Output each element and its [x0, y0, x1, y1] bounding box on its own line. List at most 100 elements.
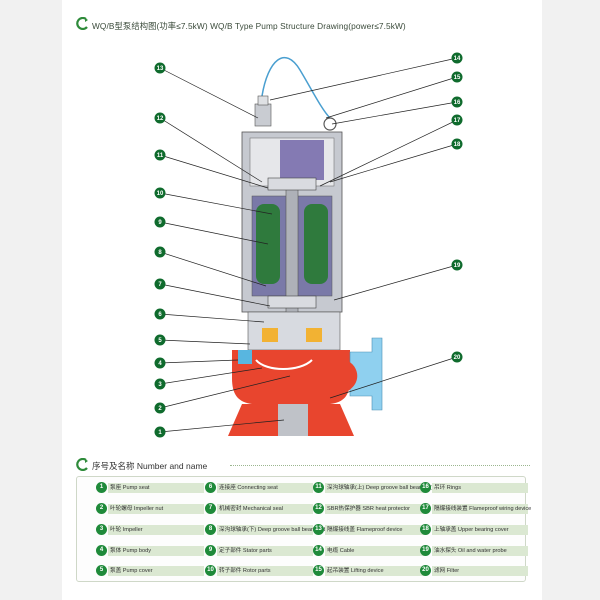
- callout-leader-15: [325, 76, 458, 119]
- callout-leader-3: [159, 367, 263, 385]
- legend-label: 机械密封 Mechanical seal: [219, 506, 284, 512]
- legend-label-bar: [432, 504, 528, 514]
- callout-leader-14: [269, 57, 458, 101]
- callout-number-20: 20: [454, 355, 461, 361]
- legend-label-bar: [325, 566, 427, 576]
- callout-badge-20: [451, 351, 463, 363]
- legend-number-badge: 8: [205, 524, 216, 535]
- legend-number-badge: 4: [96, 545, 107, 556]
- legend-label: 隔爆接线盖 Flameproof device: [327, 527, 403, 533]
- legend-label: SBR热保护器 SBR heat protector: [327, 506, 411, 512]
- legend-number-badge: 9: [205, 545, 216, 556]
- callout-number-11: 11: [157, 153, 164, 159]
- legend-number-badge: 13: [313, 524, 324, 535]
- legend-number-badge: 20: [420, 565, 431, 576]
- legend-number-badge: 5: [96, 565, 107, 576]
- callout-number-6: 6: [158, 312, 162, 318]
- callout-number-5: 5: [158, 338, 162, 344]
- callout-badge-12: [154, 112, 166, 124]
- legend-label-bar: [325, 504, 427, 514]
- legend-label-bar: [217, 566, 313, 576]
- callout-badge-2: [154, 402, 166, 414]
- lifting-ring: [323, 117, 337, 131]
- cable-entry: [257, 95, 269, 106]
- legend-number-badge: 3: [96, 524, 107, 535]
- callout-leader-17: [319, 119, 458, 187]
- callout-badge-13: [154, 62, 166, 74]
- legend-number-badge: 14: [313, 545, 324, 556]
- callout-leader-9: [159, 221, 269, 245]
- callout-leader-12: [159, 117, 263, 183]
- upper-bearing: [267, 177, 317, 191]
- callout-number-4: 4: [158, 361, 162, 367]
- legend-label: 上轴承盖 Upper bearing cover: [434, 527, 509, 533]
- legend-label: 叶轮螺母 Impeller nut: [110, 506, 164, 512]
- cable-gland: [254, 103, 272, 127]
- callout-number-9: 9: [158, 220, 162, 226]
- callout-number-15: 15: [454, 75, 461, 81]
- callout-badge-16: [451, 96, 463, 108]
- callout-badge-14: [451, 52, 463, 64]
- legend-label-bar: [325, 546, 427, 556]
- legend-number-badge: 15: [313, 565, 324, 576]
- callout-number-17: 17: [454, 118, 461, 124]
- callout-leader-8: [159, 251, 267, 287]
- legend-label-bar: [325, 483, 427, 493]
- callout-badge-11: [154, 149, 166, 161]
- legend-label: 连接座 Connecting seat: [219, 485, 278, 491]
- legend-number-badge: 12: [313, 503, 324, 514]
- title-divider: [230, 465, 530, 466]
- legend-label: 电缆 Cable: [327, 548, 355, 554]
- legend-number-badge: 17: [420, 503, 431, 514]
- legend-number-badge: 7: [205, 503, 216, 514]
- lifting-cable: [261, 57, 331, 119]
- connecting-seat: [247, 311, 341, 351]
- legend-number-badge: 11: [313, 482, 324, 493]
- page-title: WQ/B型泵结构图(功率≤7.5kW) WQ/B Type Pump Struc…: [92, 21, 406, 31]
- stator-winding-right: [304, 204, 328, 284]
- leaf-icon: [76, 17, 88, 30]
- legend-label: 起吊装置 Lifting device: [327, 568, 384, 574]
- callout-leader-10: [159, 192, 273, 215]
- legend-label-bar: [108, 566, 204, 576]
- callout-leader-18: [329, 143, 458, 183]
- callout-number-16: 16: [454, 100, 461, 106]
- legend-label-bar: [217, 525, 313, 535]
- legend-label: 油水探头 Oil and water probe: [434, 548, 507, 554]
- legend-label: 泵座 Pump seat: [110, 485, 150, 491]
- legend-number-badge: 10: [205, 565, 216, 576]
- legend-number-badge: 1: [96, 482, 107, 493]
- legend-label: 隔爆接线装置 Flameproof wiring device: [434, 506, 532, 512]
- legend-label-bar: [432, 546, 528, 556]
- callout-leader-4: [159, 359, 239, 364]
- legend-label-bar: [432, 483, 528, 493]
- leaf-icon-2: [76, 458, 88, 471]
- legend-label: 深沟球轴承(上) Deep groove ball bearing (top): [327, 485, 442, 491]
- legend-label: 泵盖 Pump cover: [110, 568, 153, 574]
- callout-number-3: 3: [158, 382, 162, 388]
- legend-number-badge: 2: [96, 503, 107, 514]
- callout-number-1: 1: [158, 430, 162, 436]
- legend-label-bar: [325, 525, 427, 535]
- callout-number-10: 10: [157, 191, 164, 197]
- mechanical-seal-left: [262, 328, 278, 342]
- legend-label-bar: [217, 483, 313, 493]
- legend-label: 深沟球轴承(下) Deep groove ball bearing (below…: [219, 527, 341, 533]
- legend-number-badge: 19: [420, 545, 431, 556]
- page-margin-left: [0, 0, 62, 600]
- callout-badge-7: [154, 278, 166, 290]
- callout-leader-6: [159, 313, 265, 323]
- lower-bearing: [267, 295, 317, 309]
- callout-badge-1: [154, 426, 166, 438]
- volute-outlet: [346, 360, 358, 392]
